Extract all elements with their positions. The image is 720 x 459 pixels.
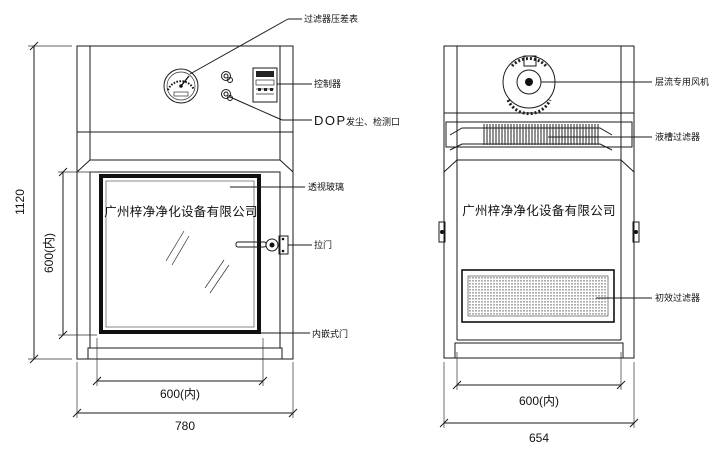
- label-controller: 控制器: [314, 78, 341, 90]
- door-frame: [89, 171, 281, 349]
- company-name-side: 广州梓净净化设备有限公司: [462, 203, 616, 218]
- side-base: [454, 342, 624, 359]
- label-dop-suffix: 发尘、检测口: [346, 116, 400, 128]
- label-handle: 拉门: [314, 239, 332, 251]
- label-filter-gauge: 过滤器压差表: [304, 13, 358, 25]
- side-view: [438, 45, 652, 428]
- company-name-front: 广州梓净净化设备有限公司: [104, 204, 258, 219]
- side-latch-right: [632, 221, 640, 243]
- door-handle: [235, 235, 289, 255]
- front-base: [87, 347, 283, 360]
- label-window-glass: 透视玻璃: [308, 181, 344, 193]
- side-latch-left: [438, 221, 446, 243]
- label-blower: 层流专用风机: [655, 76, 709, 88]
- blower-fan-icon: [502, 55, 556, 116]
- dim-front-inner-width: 600(内): [160, 387, 200, 401]
- front-view: [28, 18, 312, 418]
- dim-front-height: 1120: [13, 189, 27, 215]
- dim-side-width: 654: [529, 431, 549, 445]
- label-liquid-filter: 液槽过滤器: [655, 131, 700, 143]
- dim-front-inner-height: 600(内): [42, 233, 56, 273]
- controller-icon: [252, 67, 278, 103]
- dim-side-inner-width: 600(内): [519, 394, 559, 408]
- pre-filter: [461, 269, 615, 323]
- window-glass: [99, 174, 261, 334]
- liquid-tank-filter: [483, 124, 599, 145]
- dop-port-icon: [221, 71, 233, 101]
- label-pre-filter: 初效过滤器: [655, 292, 700, 304]
- glass-reflection: [165, 230, 185, 262]
- label-inner-door: 内嵌式门: [312, 328, 348, 340]
- label-dop-prefix: DOP: [314, 113, 347, 128]
- pressure-gauge-icon: [163, 68, 199, 104]
- pre-filter-grille: [469, 277, 606, 315]
- dim-front-width: 780: [175, 419, 195, 433]
